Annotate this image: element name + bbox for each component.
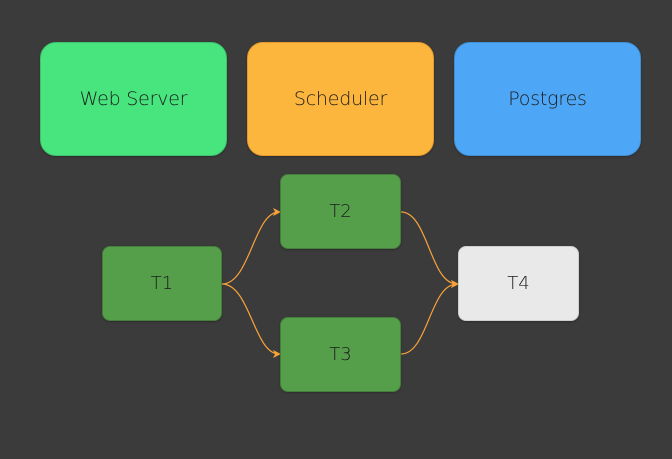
scheduler-node: Scheduler: [247, 42, 434, 156]
scheduler-label: Scheduler: [293, 88, 388, 110]
edge-t3-t4: [400, 280, 459, 355]
task-t2-node: T2: [280, 174, 401, 249]
task-t1-node: T1: [102, 246, 222, 321]
edge-t2-t4: [400, 211, 459, 288]
edge-t1-t2: [221, 208, 281, 285]
task-t1-label: T1: [150, 273, 174, 294]
web-server-node: Web Server: [40, 42, 227, 156]
postgres-label: Postgres: [508, 88, 587, 110]
task-t4-node: T4: [458, 246, 579, 321]
task-t3-node: T3: [280, 317, 401, 392]
task-t3-label: T3: [329, 344, 352, 365]
web-server-label: Web Server: [79, 88, 188, 110]
task-t4-label: T4: [507, 273, 530, 294]
edge-t1-t3: [221, 283, 281, 358]
postgres-node: Postgres: [454, 42, 641, 156]
task-t2-label: T2: [329, 201, 352, 222]
